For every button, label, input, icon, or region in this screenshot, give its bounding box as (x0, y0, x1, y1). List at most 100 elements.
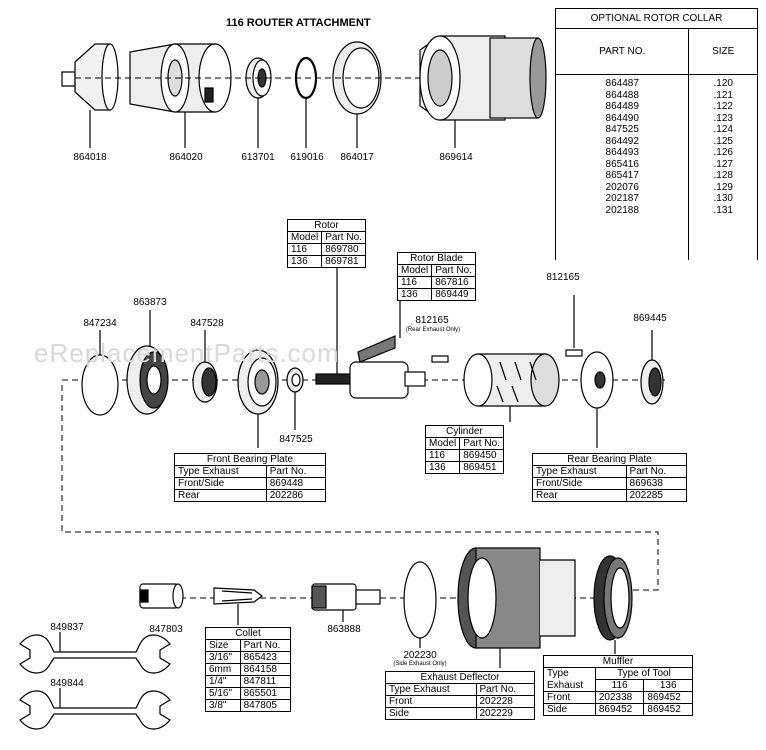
cell: 864488 (605, 89, 639, 101)
collet-part (213, 587, 263, 625)
column-header: Type (543, 667, 596, 680)
part-label: 812165 (546, 272, 580, 283)
cell: 847811 (239, 675, 292, 688)
cylinder-part (463, 353, 560, 422)
rear-bearing-plate-part (580, 351, 614, 448)
cell: 864492 (605, 135, 639, 147)
cell: .126 (713, 147, 733, 158)
part-847803 (139, 583, 184, 609)
column-header: Part No. (321, 231, 366, 244)
part-label: 619016 (290, 152, 324, 163)
cell: 202187 (605, 193, 639, 204)
part-864018 (61, 43, 119, 148)
part-label: 847525 (279, 434, 313, 445)
column-header: Part No. (239, 639, 292, 652)
cell: Side (543, 703, 596, 716)
column-header: Type Exhaust (385, 683, 477, 696)
column-header: Exhaust (543, 679, 596, 692)
part-label: 869614 (439, 152, 473, 163)
cell: 116 (424, 449, 461, 462)
cell: 864158 (239, 663, 292, 676)
cell: 202076 (605, 181, 639, 193)
cell: 202285 (625, 489, 688, 502)
cell: .121 (713, 89, 733, 101)
column-header: 136 (643, 679, 693, 692)
cell: Rear (174, 489, 267, 502)
cell: .124 (713, 124, 733, 135)
cell: 847805 (239, 699, 292, 712)
column-header: Model (424, 437, 461, 450)
cell: 869448 (265, 477, 327, 490)
table-title: Exhaust Deflector (385, 671, 535, 684)
cell: 202228 (475, 695, 535, 708)
column-header: 116 (594, 679, 645, 692)
part-613701 (245, 57, 272, 148)
part-label: 849837 (50, 622, 84, 633)
cell: .122 (713, 101, 733, 112)
cell: 869452 (643, 703, 693, 716)
column-header: Part No. (265, 465, 327, 478)
cell: .131 (713, 204, 733, 216)
part-label: 864020 (169, 152, 203, 163)
cell: 136 (396, 288, 433, 301)
part-label: 864018 (73, 152, 107, 163)
part-863873 (126, 310, 169, 415)
column-header: Type of Tool (594, 667, 694, 680)
part-label: 869445 (633, 313, 667, 324)
part-label: 863888 (327, 624, 361, 635)
cell: 864493 (605, 147, 639, 158)
column-header: Type Exhaust (532, 465, 627, 478)
rotor-blade-part (357, 300, 401, 363)
column-header: Part No. (459, 437, 504, 450)
column-header: Part No. (475, 683, 535, 696)
part-label: 847234 (83, 318, 117, 329)
cell: 869451 (459, 461, 504, 474)
cell: 869452 (594, 703, 645, 716)
cell: .127 (713, 158, 733, 170)
column-header: Model (396, 264, 433, 277)
cell: 202188 (605, 204, 639, 216)
cell: 202229 (475, 707, 535, 720)
cell: .125 (713, 135, 733, 147)
part-label: 863873 (133, 297, 167, 308)
cell: .129 (713, 181, 733, 193)
diagram-title: 116 ROUTER ATTACHMENT (226, 17, 371, 29)
cell: Front/Side (532, 477, 627, 490)
column-header: Model (286, 231, 323, 244)
column-header: SIZE (688, 28, 758, 75)
part-label: 847803 (149, 624, 183, 635)
cell: 869638 (625, 477, 688, 490)
cell: 1/4" (205, 675, 241, 688)
part-619016 (294, 56, 318, 148)
cell: 865417 (605, 170, 639, 181)
table-title: Collet (205, 627, 291, 640)
collar-parts-col: 864487 864488 864489 864490 847525 86449… (554, 74, 690, 260)
cell: 864489 (605, 101, 639, 112)
cell: 869452 (643, 691, 693, 704)
part-label: 847528 (190, 318, 224, 329)
cell: 865423 (239, 651, 292, 664)
table-title: OPTIONAL ROTOR COLLAR (555, 8, 758, 29)
table-title: Muffler (543, 655, 693, 668)
cell: 869450 (459, 449, 504, 462)
part-label: 849844 (50, 678, 84, 689)
cell: .123 (713, 112, 733, 124)
part-812165-front (431, 355, 449, 363)
cell: Side (385, 707, 477, 720)
part-869445 (640, 330, 664, 405)
cell: 202338 (594, 691, 645, 704)
cell: 6mm (205, 663, 241, 676)
cell: 867816 (431, 276, 476, 289)
cell: 869449 (431, 288, 476, 301)
part-847528 (192, 330, 218, 403)
cell: 202286 (265, 489, 327, 502)
part-863888 (311, 583, 381, 622)
front-bearing-plate-part (237, 349, 279, 448)
part-202230 (403, 561, 437, 648)
cell: Front/Side (174, 477, 267, 490)
